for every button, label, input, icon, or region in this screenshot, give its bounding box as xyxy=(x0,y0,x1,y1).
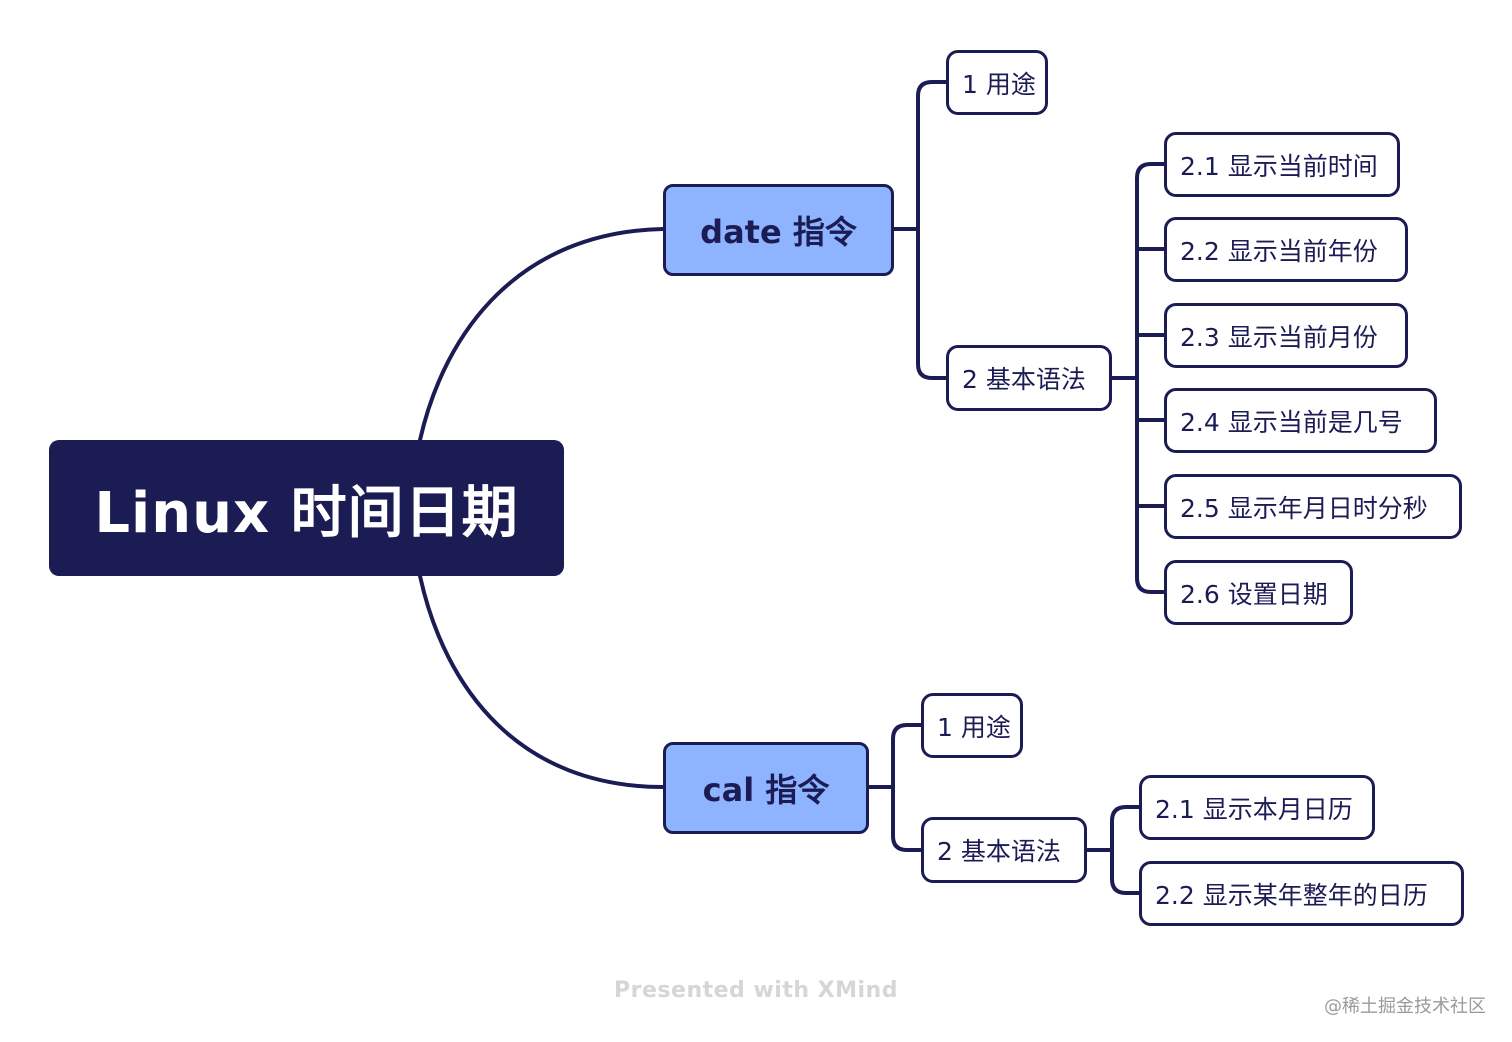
date-syntax-label: 2 基本语法 xyxy=(962,365,1086,394)
cal-purpose-topic[interactable]: 1 用途 xyxy=(921,693,1023,758)
date-item-2-6[interactable]: 2.6 设置日期 xyxy=(1164,560,1353,625)
connector-root-date xyxy=(418,227,665,442)
date-item-2-1[interactable]: 2.1 显示当前时间 xyxy=(1164,132,1400,197)
cal-syntax-label: 2 基本语法 xyxy=(937,837,1061,866)
connector-cal-syntax-items xyxy=(1084,805,1141,895)
root-topic-label: Linux 时间日期 xyxy=(94,480,519,546)
cal-item-label: 2.2 显示某年整年的日历 xyxy=(1155,880,1428,910)
date-purpose-label: 1 用途 xyxy=(962,69,1036,99)
date-item-2-4[interactable]: 2.4 显示当前是几号 xyxy=(1164,388,1437,453)
date-syntax-topic[interactable]: 2 基本语法 xyxy=(946,345,1112,411)
watermark-text: @稀土掘金技术社区 xyxy=(1324,996,1486,1017)
date-item-2-2[interactable]: 2.2 显示当前年份 xyxy=(1164,217,1408,282)
connector-cal-children xyxy=(866,723,923,852)
connector-root-cal xyxy=(418,574,665,789)
cal-command-label: cal 指令 xyxy=(702,771,830,809)
connector-date-syntax-items xyxy=(1110,162,1166,594)
date-item-2-3[interactable]: 2.3 显示当前月份 xyxy=(1164,303,1408,368)
connector-date-children xyxy=(891,80,948,380)
date-item-2-5[interactable]: 2.5 显示年月日时分秒 xyxy=(1164,474,1462,539)
date-item-label: 2.6 设置日期 xyxy=(1180,579,1328,609)
cal-purpose-label: 1 用途 xyxy=(937,712,1011,742)
cal-item-label: 2.1 显示本月日历 xyxy=(1155,794,1353,824)
cal-item-2-2[interactable]: 2.2 显示某年整年的日历 xyxy=(1139,861,1464,926)
root-topic[interactable]: Linux 时间日期 xyxy=(49,440,564,576)
date-item-label: 2.1 显示当前时间 xyxy=(1180,151,1378,181)
date-item-label: 2.3 显示当前月份 xyxy=(1180,322,1378,352)
date-purpose-topic[interactable]: 1 用途 xyxy=(946,50,1048,115)
date-item-label: 2.4 显示当前是几号 xyxy=(1180,407,1403,437)
date-command-label: date 指令 xyxy=(700,213,857,251)
date-command-topic[interactable]: date 指令 xyxy=(663,184,894,276)
date-item-label: 2.5 显示年月日时分秒 xyxy=(1180,493,1428,523)
presented-with-footer: Presented with XMind xyxy=(614,978,898,1003)
cal-command-topic[interactable]: cal 指令 xyxy=(663,742,869,834)
cal-syntax-topic[interactable]: 2 基本语法 xyxy=(921,817,1087,883)
date-item-label: 2.2 显示当前年份 xyxy=(1180,236,1378,266)
cal-item-2-1[interactable]: 2.1 显示本月日历 xyxy=(1139,775,1375,840)
